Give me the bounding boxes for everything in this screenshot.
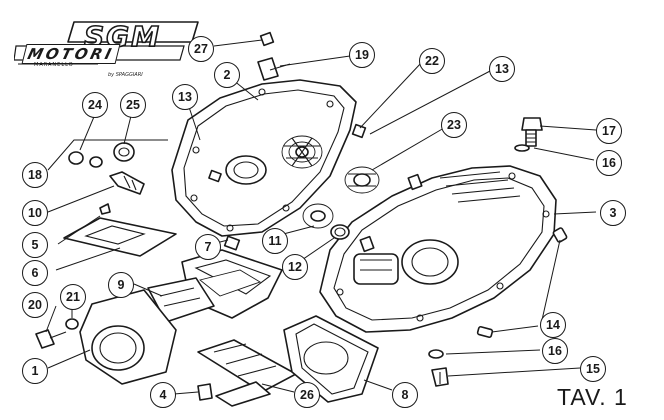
callout-5: 5 (22, 232, 48, 258)
callout-13b: 13 (172, 84, 198, 110)
callout-27: 27 (188, 36, 214, 62)
callout-16: 16 (596, 150, 622, 176)
callout-21: 21 (60, 284, 86, 310)
callout-17: 17 (596, 118, 622, 144)
callout-19: 19 (349, 42, 375, 68)
logo-by: by SPAGGIARI (108, 72, 143, 78)
callout-23: 23 (441, 112, 467, 138)
callout-16b: 16 (542, 338, 568, 364)
callout-12: 12 (282, 254, 308, 280)
callout-15: 15 (580, 356, 606, 382)
callout-11: 11 (262, 228, 288, 254)
callout-7: 7 (195, 234, 221, 260)
callout-10: 10 (22, 200, 48, 226)
callout-3: 3 (600, 200, 626, 226)
right-crankcase (319, 165, 557, 333)
callout-8: 8 (392, 382, 418, 408)
callout-14: 14 (540, 312, 566, 338)
sgm-motori-logo: SGM MOTORI MARANELLO by SPAGGIARI (14, 19, 204, 78)
callout-6: 6 (22, 260, 48, 286)
callout-22: 22 (419, 48, 445, 74)
callout-1: 1 (22, 358, 48, 384)
left-cover (171, 79, 357, 237)
callout-2: 2 (214, 62, 240, 88)
callout-20: 20 (22, 292, 48, 318)
callout-25: 25 (120, 92, 146, 118)
callout-9: 9 (108, 272, 134, 298)
logo-subtitle: MARANELLO (34, 62, 74, 68)
table-label: TAV. 1 (557, 384, 628, 410)
callout-26: 26 (294, 382, 320, 408)
callout-4: 4 (150, 382, 176, 408)
callout-13: 13 (489, 56, 515, 82)
callout-18: 18 (22, 162, 48, 188)
callout-24: 24 (82, 92, 108, 118)
